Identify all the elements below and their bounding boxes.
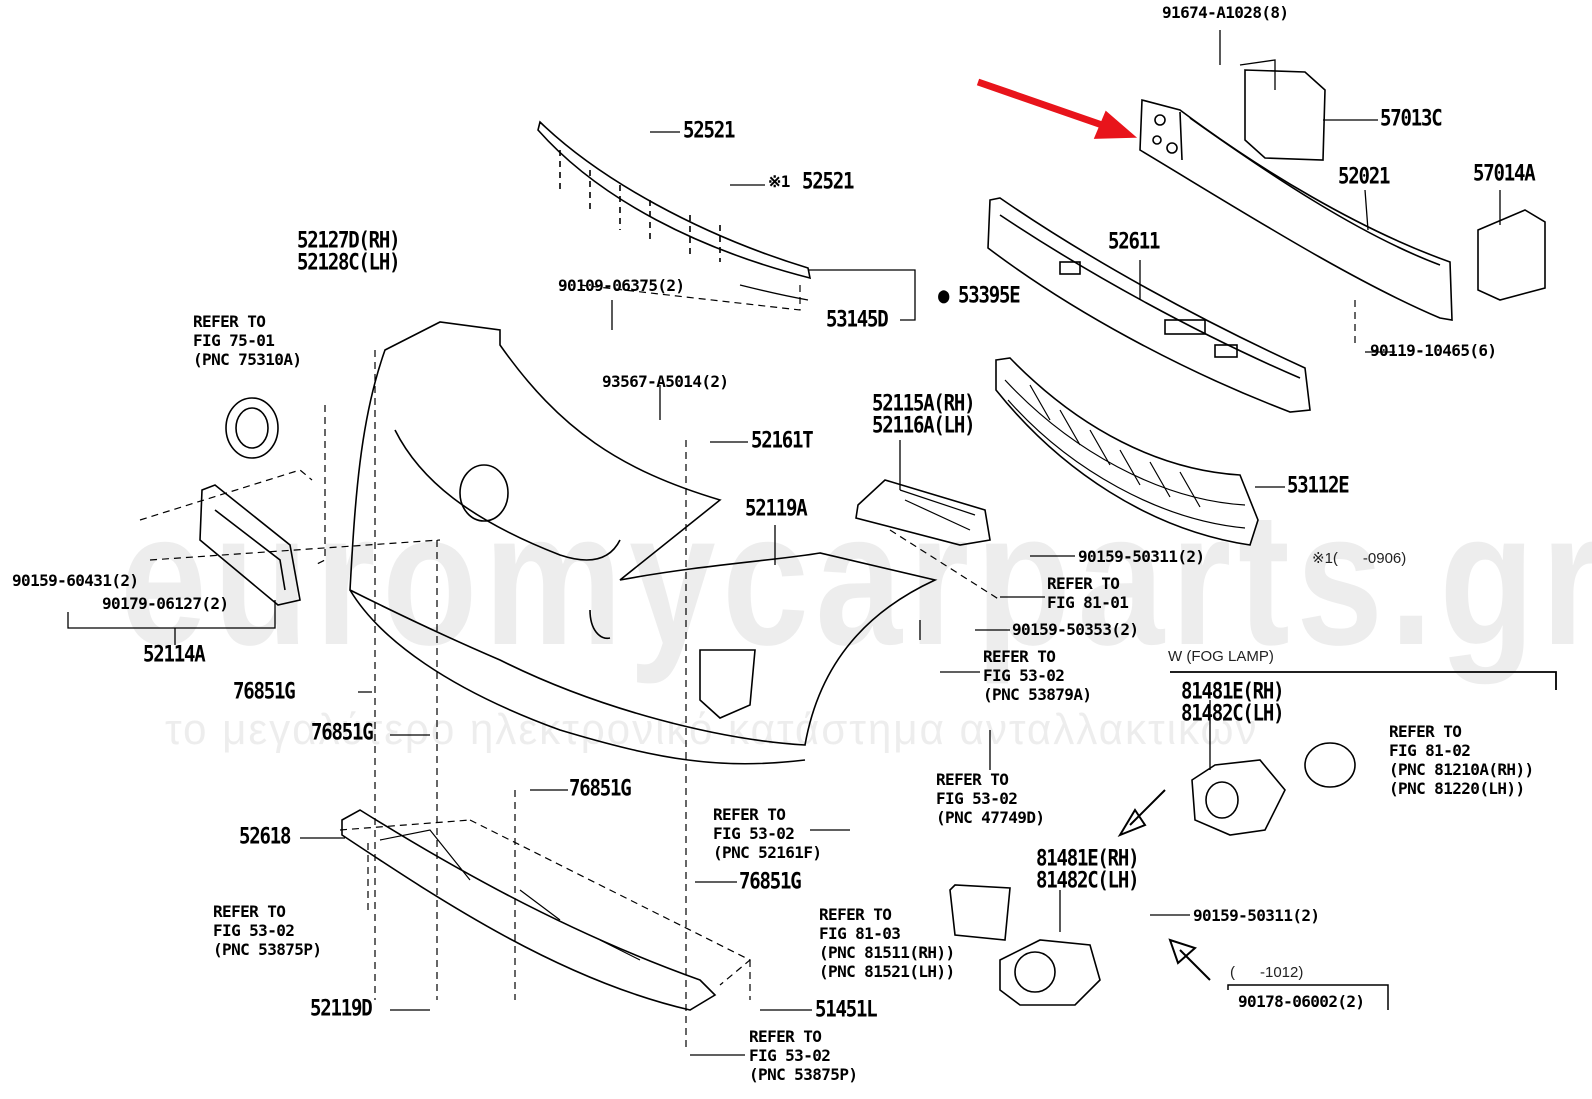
- part-label-52116a: 52116A(LH): [872, 412, 976, 438]
- red-pointer-arrow: [976, 78, 1138, 139]
- fog-lamp-bracket-line: [1170, 671, 1557, 690]
- note-mark-1: ※1: [768, 172, 790, 191]
- part-label-90159-60431: 90159-60431(2): [12, 571, 139, 590]
- part-label-52128c: 52128C(LH): [297, 249, 401, 275]
- part-label-53112e: 53112E: [1287, 472, 1350, 498]
- part-label-90109-06375: 90109-06375(2): [558, 276, 685, 295]
- part-label-90159-50353: 90159-50353(2): [1012, 620, 1139, 639]
- part-label-52521: 52521: [683, 117, 735, 143]
- reference-fig-53-02-52161f: REFER TO FIG 53-02 (PNC 52161F): [713, 805, 822, 862]
- reference-fig-53-02-47749d: REFER TO FIG 53-02 (PNC 47749D): [936, 770, 1045, 827]
- reference-fig-81-03: REFER TO FIG 81-03 (PNC 81511(RH)) (PNC …: [819, 905, 955, 981]
- fog-lamp-lower: [949, 884, 1101, 1006]
- fog-lamp-group-title: W (FOG LAMP): [1168, 648, 1274, 665]
- part-label-90178-06002: 90178-06002(2): [1238, 992, 1365, 1011]
- part-label-90159-50311: 90159-50311(2): [1078, 547, 1205, 566]
- part-label-53145d: 53145D: [826, 306, 889, 332]
- part-label-52611: 52611: [1108, 228, 1160, 254]
- bumper-side-bracket: [855, 479, 991, 546]
- part-label-90179-06127: 90179-06127(2): [102, 594, 229, 613]
- leader-lines: [67, 30, 1501, 1056]
- hollow-arrow-icon: [1117, 789, 1166, 838]
- part-label-81482c: 81482C(LH): [1181, 700, 1285, 726]
- part-label-51451l: 51451L: [815, 996, 878, 1022]
- reference-fig-81-02: REFER TO FIG 81-02 (PNC 81210A(RH)) (PNC…: [1389, 722, 1534, 798]
- reference-fig-53-02-53875p-lower: REFER TO FIG 53-02 (PNC 53875P): [749, 1027, 858, 1084]
- assembly-dot-icon: ●: [938, 282, 949, 308]
- part-label-52161t: 52161T: [751, 427, 814, 453]
- date-note-1012: ( -1012): [1230, 964, 1304, 981]
- reference-fig-75-01: REFER TO FIG 75-01 (PNC 75310A): [193, 312, 302, 369]
- bumper-upper-molding: [537, 120, 916, 321]
- reference-fig-81-01: REFER TO FIG 81-01: [1047, 574, 1129, 612]
- emblem: [225, 397, 279, 459]
- bumper-energy-absorber: [987, 197, 1311, 413]
- fog-lamp-upper: [1191, 742, 1356, 836]
- part-label-52115a: 52115A(RH): [872, 390, 976, 416]
- part-label-52119d: 52119D: [310, 995, 373, 1021]
- part-label-81481e: 81481E(RH): [1181, 678, 1285, 704]
- part-label-53395e: 53395E: [958, 282, 1021, 308]
- part-label-52119a: 52119A: [745, 495, 808, 521]
- reference-fig-53-02-53879a: REFER TO FIG 53-02 (PNC 53879A): [983, 647, 1092, 704]
- front-bumper-cover: [349, 321, 938, 765]
- bracket-57013c: [1244, 69, 1326, 161]
- part-label-81481e-lower: 81481E(RH): [1036, 845, 1140, 871]
- part-label-52114a: 52114A: [143, 641, 206, 667]
- part-label-90159-50311-lower: 90159-50311(2): [1193, 906, 1320, 925]
- part-label-57014a: 57014A: [1473, 160, 1536, 186]
- part-label-52021: 52021: [1338, 163, 1390, 189]
- bracket-57014a: [1477, 209, 1546, 301]
- part-label-76851g: 76851G: [569, 775, 632, 801]
- part-label-90119-10465: 90119-10465(6): [1370, 341, 1497, 360]
- part-label-76851g: 76851G: [739, 868, 802, 894]
- part-label-93567-a5014: 93567-A5014(2): [602, 372, 729, 391]
- part-label-57013c: 57013C: [1380, 105, 1443, 131]
- hollow-arrow-icon: [1168, 938, 1211, 981]
- date-note-0906: ※1( -0906): [1312, 550, 1407, 567]
- part-label-52618: 52618: [239, 823, 291, 849]
- part-label-91674-a1028: 91674-A1028(8): [1162, 3, 1289, 22]
- part-label-52521-alt: 52521: [802, 168, 854, 194]
- lower-grille: [995, 357, 1259, 546]
- part-label-76851g: 76851G: [233, 678, 296, 704]
- part-label-81482c-lower: 81482C(LH): [1036, 867, 1140, 893]
- engine-under-cover: [341, 809, 717, 1011]
- license-plate-bracket: [199, 484, 301, 606]
- dashed-assembly-lines: [139, 284, 1356, 1050]
- reference-fig-53-02-53875p: REFER TO FIG 53-02 (PNC 53875P): [213, 902, 322, 959]
- bumper-reinforcement: [1139, 69, 1546, 321]
- part-label-76851g: 76851G: [311, 719, 374, 745]
- part-label-52127d: 52127D(RH): [297, 227, 401, 253]
